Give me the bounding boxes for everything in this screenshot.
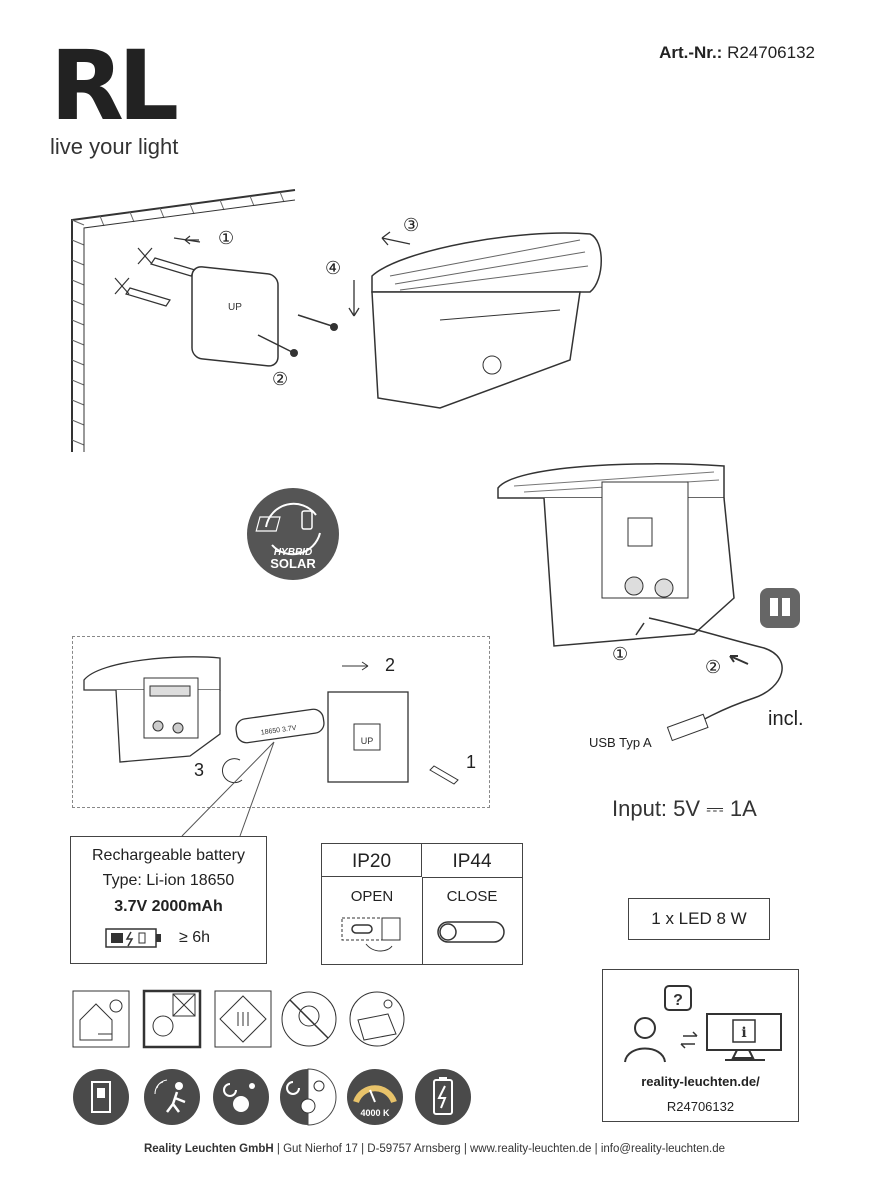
footer-company: Reality Leuchten GmbH — [143, 1143, 274, 1155]
mount-step-3: ③ — [403, 215, 420, 235]
led-spec: 1 x LED 8 W — [628, 898, 770, 940]
svg-text:?: ? — [673, 992, 683, 1009]
brand-tagline: live your light — [50, 134, 179, 159]
ip44-close-label: CLOSE — [446, 888, 498, 905]
brand-logo: RL — [50, 30, 179, 142]
dusk-dawn-sensor-icon — [213, 1069, 269, 1125]
footer-email[interactable]: info@reality-leuchten.de — [600, 1143, 726, 1155]
plate-up-label: UP — [228, 302, 242, 313]
battery-icon — [415, 1069, 471, 1125]
not-dimmable-icon — [281, 991, 337, 1047]
color-temp-label: 4000 K — [360, 1108, 390, 1118]
motion-sensor-icon — [144, 1069, 200, 1125]
footer: Reality Leuchten GmbH | Gut Nierhof 17 |… — [143, 1143, 726, 1155]
charge-step-2: ② — [705, 657, 722, 677]
ip-rating-table: IP20 IP44 OPEN CLOSE — [321, 843, 523, 965]
battery-title: Rechargeable battery — [92, 847, 245, 864]
protection-class-3-icon — [214, 990, 272, 1048]
badge-line1: HYBRID — [274, 547, 312, 558]
usb-type-label: USB Typ A — [589, 735, 652, 750]
article-value: R24706132 — [727, 43, 815, 62]
badge-line2: SOLAR — [270, 556, 316, 571]
battery-charge-time: ≥ 6h — [179, 929, 211, 946]
charge-step-1: ① — [612, 644, 629, 664]
battery-replacement-diagram: 18650 3.7V UP — [83, 656, 459, 785]
input-spec: Input: 5V ⎓ 1A — [612, 796, 757, 821]
solar-panel-icon — [349, 991, 405, 1047]
footer-address: Gut Nierhof 17 — [283, 1143, 358, 1155]
battery-step-2: 2 — [385, 655, 396, 675]
charging-diagram — [497, 463, 800, 742]
battery-step-1: 1 — [466, 752, 477, 772]
footer-web[interactable]: www.reality-leuchten.de — [470, 1143, 592, 1155]
battery-pointer-lines — [181, 741, 275, 837]
battery-info-box: Rechargeable battery Type: Li-ion 18650 … — [70, 836, 267, 964]
color-temperature-icon: 4000 K — [347, 1069, 403, 1125]
switch-icon — [73, 1069, 129, 1125]
mount-step-1: ① — [218, 228, 235, 248]
hybrid-solar-badge: HYBRID SOLAR — [247, 488, 339, 580]
battery-type: Type: Li-ion 18650 — [102, 872, 235, 889]
usb-port-open-icon — [341, 917, 401, 952]
battery-charge-icon — [105, 928, 161, 948]
day-night-icon — [280, 1068, 337, 1126]
mount-step-4: ④ — [325, 258, 342, 278]
indoor-outdoor-icon — [72, 990, 130, 1048]
bulb-not-replaceable-icon — [142, 989, 202, 1049]
battery-replacement-panel — [72, 636, 490, 808]
svg-text:i: i — [741, 1025, 746, 1041]
info-article-number: R24706132 — [666, 1099, 735, 1114]
info-contact-box: ? i reality-leuchten.de/ R24706132 — [602, 969, 799, 1122]
ip44-header: IP44 — [422, 844, 522, 878]
info-url[interactable]: reality-leuchten.de/ — [641, 1074, 760, 1089]
article-label: Art.-Nr.: — [659, 43, 723, 62]
battery-cell-label: 18650 3.7V — [260, 725, 297, 737]
battery-step-3: 3 — [194, 760, 205, 780]
usb-port-closed-icon — [437, 921, 505, 943]
article-number: Art.-Nr.: R24706132 — [659, 43, 815, 63]
cable-included-label: incl. — [768, 708, 804, 730]
support-person-icon: ? i — [624, 985, 782, 1063]
footer-city: D-59757 Arnsberg — [367, 1143, 461, 1155]
mount-step-2: ② — [272, 369, 289, 389]
battery-spec: 3.7V 2000mAh — [114, 898, 223, 915]
plate-up-label-2: UP — [361, 736, 374, 746]
ip20-header: IP20 — [322, 844, 422, 877]
ip20-open-label: OPEN — [350, 888, 394, 905]
wall-mounting-diagram: UP — [71, 189, 602, 452]
